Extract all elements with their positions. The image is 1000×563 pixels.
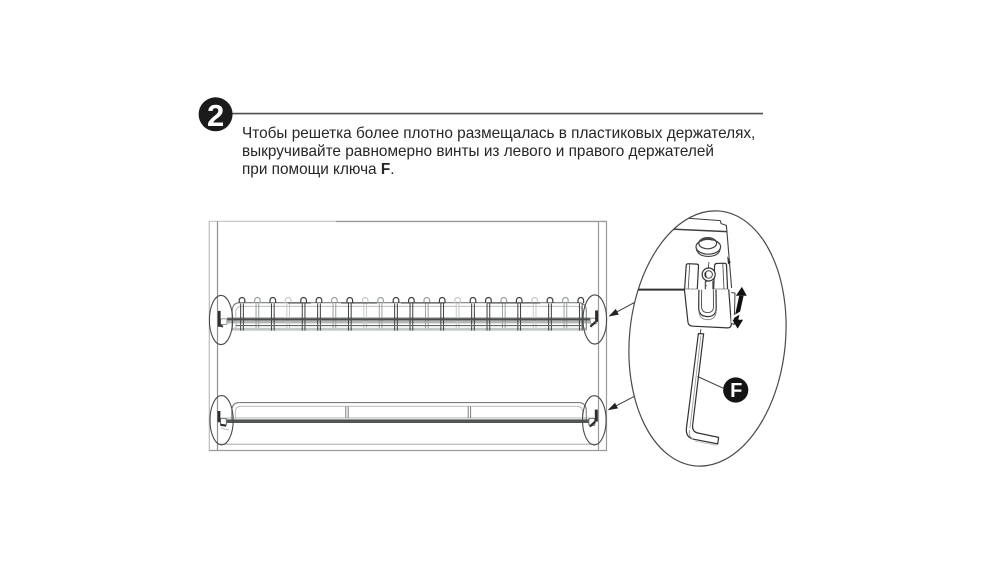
svg-text:F: F	[730, 380, 742, 402]
svg-text:2: 2	[207, 98, 224, 133]
